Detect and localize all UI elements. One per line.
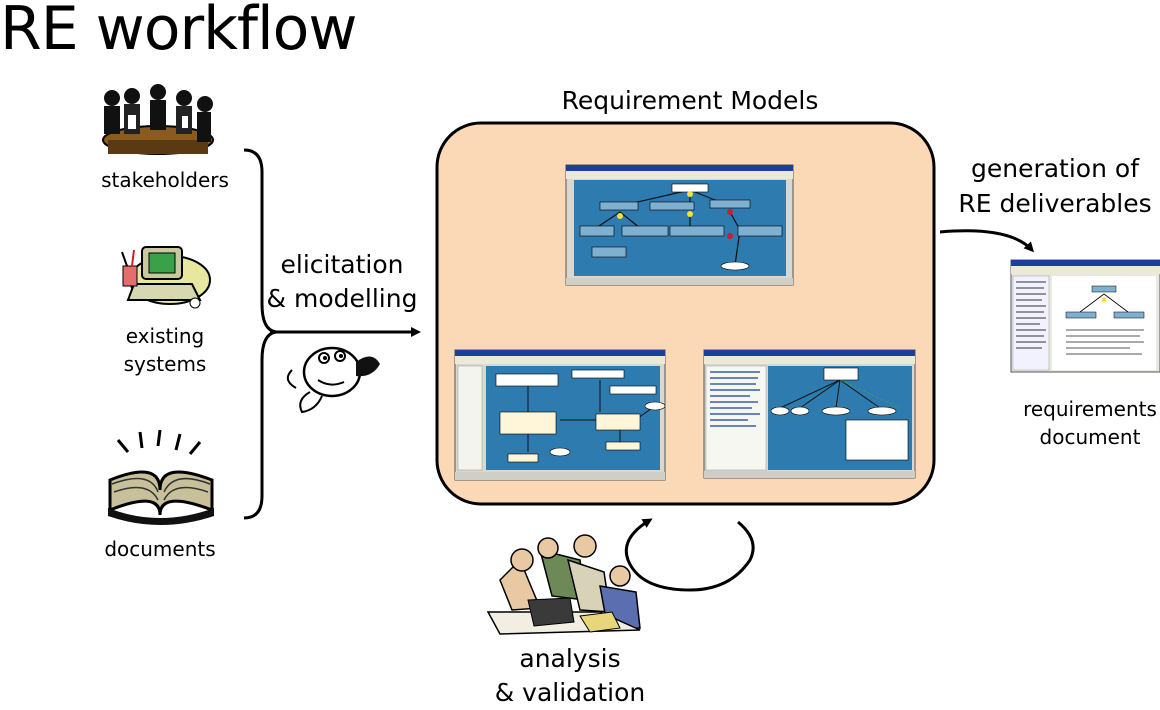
open-book-icon — [108, 429, 214, 525]
object-model-screenshot — [454, 349, 666, 481]
analysis-label-line1: analysis — [519, 644, 621, 673]
elicitation-label-line2: & modelling — [266, 284, 418, 313]
existing-systems-label-line1: existing — [125, 324, 205, 348]
requirements-document-label-line2: document — [1039, 425, 1141, 449]
operation-model-screenshot — [703, 349, 916, 479]
elicitation-label-line1: elicitation — [280, 250, 404, 279]
generation-label-line1: generation of — [970, 154, 1139, 183]
cycle-arrow-icon — [624, 518, 755, 592]
generation-arrow — [939, 229, 1035, 253]
computer-icon — [121, 246, 211, 309]
requirement-models-heading: Requirement Models — [561, 86, 819, 115]
goal-model-screenshot — [565, 164, 794, 286]
analysis-label-line2: & validation — [494, 678, 646, 707]
page-title: RE workflow — [0, 0, 357, 64]
meeting-people-icon — [102, 84, 214, 155]
requirements-document-screenshot — [1010, 259, 1160, 373]
stakeholders-label: stakeholders — [101, 168, 229, 192]
thinking-face-icon — [286, 346, 380, 414]
existing-systems-label-line2: systems — [123, 352, 207, 376]
requirements-document-label-line1: requirements — [1023, 397, 1157, 421]
generation-label-line2: RE deliverables — [958, 189, 1152, 218]
documents-label: documents — [104, 537, 216, 561]
team-laptop-icon — [486, 534, 641, 635]
